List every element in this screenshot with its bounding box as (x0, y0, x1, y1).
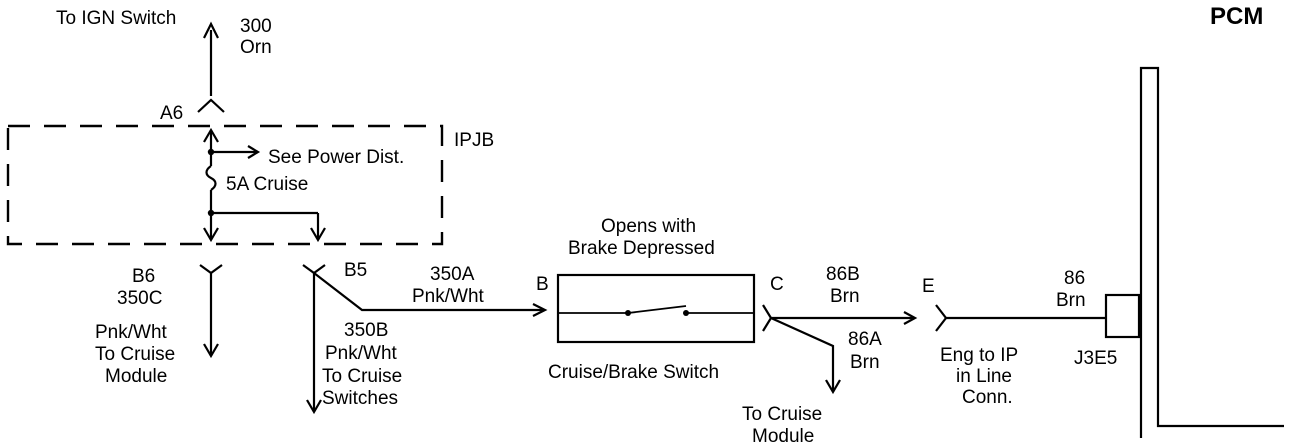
ign-dest-label: To IGN Switch (56, 8, 176, 29)
connector-e-line2: in Line (956, 366, 1012, 387)
b5-circuit-label: 350B (344, 320, 388, 341)
wire-86b-circuit: 86B (826, 264, 860, 285)
connector-e (935, 304, 1106, 332)
b6-dest-line1: To Cruise (95, 344, 175, 365)
wire-86-circuit: 86 (1064, 268, 1085, 289)
feed-350a-color: Pnk/Wht (412, 286, 485, 307)
wire-86-color: Brn (1056, 290, 1086, 311)
fuse-icon (205, 165, 217, 191)
pcm-pin-label: J3E5 (1074, 348, 1117, 369)
b6-wire (199, 264, 223, 359)
wire-86a (770, 316, 841, 395)
wire-86a-circuit: 86A (848, 329, 882, 350)
wire-86a-color: Brn (850, 352, 880, 373)
switch-pin-c: C (770, 274, 784, 295)
b6-dest-line2: Module (105, 366, 167, 387)
wire-86b-color: Brn (830, 286, 860, 307)
ipjb-pin-a6: A6 (160, 103, 183, 124)
connector-e-line1: Eng to IP (940, 345, 1018, 366)
b5-pin-label: B5 (344, 260, 367, 281)
b5-color-label: Pnk/Wht (325, 343, 398, 364)
feed-350a-circuit: 350A (430, 264, 475, 285)
b5-dest-line1: To Cruise (322, 366, 402, 387)
b5-wire (302, 264, 548, 415)
ipjb-internal-wiring (203, 127, 326, 243)
see-power-label: See Power Dist. (268, 147, 404, 168)
pcm-label: PCM (1210, 3, 1263, 30)
brake-switch-body (556, 273, 756, 344)
b5-dest-line2: Switches (322, 388, 398, 409)
switch-pin-b: B (536, 274, 549, 295)
ign-feed-wire (197, 21, 225, 113)
pcm-body (1104, 66, 1284, 438)
wire-86a-dest-line2: Module (752, 426, 814, 446)
wire-86b (762, 304, 918, 332)
ign-circuit-label: 300 (240, 16, 272, 37)
b6-circuit-label: 350C (117, 288, 162, 309)
switch-name-label: Cruise/Brake Switch (548, 362, 719, 383)
connector-e-line3: Conn. (962, 387, 1013, 408)
wire-86a-dest-line1: To Cruise (742, 404, 822, 425)
switch-note-line2: Brake Depressed (568, 238, 715, 259)
ipjb-label: IPJB (454, 130, 494, 151)
b6-pin-label: B6 (132, 266, 155, 287)
b6-color-label: Pnk/Wht (95, 322, 168, 343)
ign-color-label: Orn (240, 37, 272, 58)
ipjb-box (6, 124, 444, 246)
connector-e-pin: E (922, 276, 935, 297)
fuse-label: 5A Cruise (226, 174, 308, 195)
switch-note-line1: Opens with (601, 216, 696, 237)
